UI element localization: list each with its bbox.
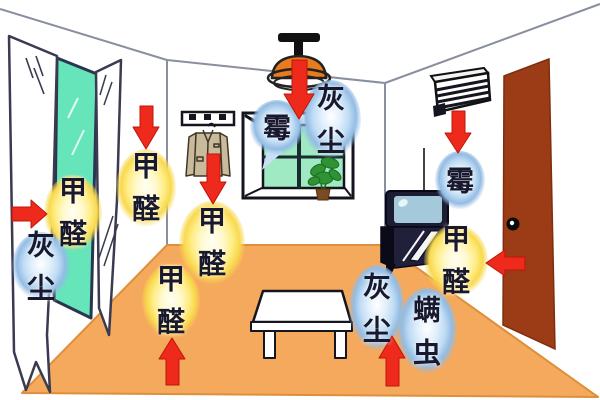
label-floor-dust: 灰尘 [362,270,391,347]
arrow-up-icon [378,335,406,387]
door-knob-highlight [509,220,515,226]
mold-bubble [250,100,304,156]
formaldehyde-bubble [179,201,245,285]
aircon-louvers [435,78,491,110]
label-door-formaldehyde: 甲醛 [441,222,470,299]
aircon-foot [433,103,446,117]
label-window-mold: 霉 [262,111,291,145]
tv-screen-glare [398,199,408,207]
label-curtain-dust: 灰尘 [26,228,55,305]
label-curtain-formaldehyde: 甲醛 [58,174,87,251]
table-leg-right [334,330,347,359]
formaldehyde-bubble [424,225,488,297]
mold-bubble [435,151,485,211]
coat-rack [180,110,236,127]
formaldehyde-bubble [142,264,200,338]
pollutant-bubbles [12,80,488,376]
arrow-down-icon [444,110,472,154]
mites-bubble [397,288,457,376]
left-window-highlights [67,97,85,156]
arrow-down-icon [132,105,160,150]
table-top [251,289,353,324]
ceiling-edge-right [384,3,600,84]
label-wall-formaldehyde: 甲醛 [131,149,160,226]
arrow-up-icon [158,337,186,386]
right-curtain [94,58,123,337]
jacket-chest-pocket [213,143,220,148]
door [502,57,556,351]
label-floor-left-formaldehyde: 甲醛 [156,262,185,339]
arrow-down-icon [199,153,227,205]
formaldehyde-bubble [116,149,176,227]
arrow-down-icon [283,59,315,120]
potted-plant [307,157,342,201]
label-aircon-mold: 霉 [445,164,474,198]
ceiling-edge-left [0,8,168,61]
arrow-right-icon [11,199,48,229]
lamp-stem [294,41,303,59]
room-walls [0,3,600,245]
tv-stand-door-line [402,230,425,262]
arrow-left-icon [485,249,526,277]
dust-bubble [12,232,70,302]
plant-pot [315,188,331,201]
dust-bubble [349,265,405,353]
left-curtain-folds [25,55,45,95]
label-coatrack-formaldehyde: 甲醛 [197,204,226,281]
lamp-bracket [278,33,320,42]
table-edge [250,321,353,332]
air-conditioner [429,66,492,117]
table-leg-left [263,330,276,359]
formaldehyde-bubble [44,175,102,251]
tv-stand-side [381,227,394,267]
jacket-pocket-left [196,156,204,162]
dust-bubble [301,80,361,160]
right-curtain-folds [98,74,119,267]
jacket-hanger-hook [207,122,216,128]
label-floor-mites: 螨虫 [412,293,441,370]
label-window-dust: 灰尘 [316,81,345,158]
arrows [11,59,526,387]
